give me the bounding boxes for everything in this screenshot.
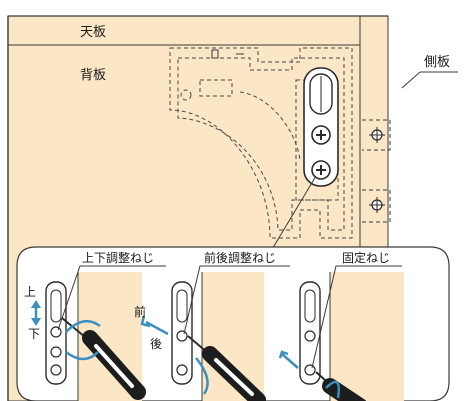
detail-panel-vertical	[45, 272, 146, 401]
front-back-adjust-leader	[183, 265, 201, 335]
vertical-adjust-screw-label: 上下調整ねじ	[82, 250, 154, 265]
back-board-label: 背板	[80, 68, 106, 83]
down-label: 下	[28, 327, 40, 341]
hinge-plate-marks	[211, 49, 244, 59]
fixing-screw-label: 固定ねじ	[342, 250, 390, 265]
side-plate-screw-lower-icon	[369, 197, 385, 213]
front-label: 前	[134, 304, 146, 319]
fixing-screw-icon	[311, 160, 331, 180]
side-board-label: 側板	[424, 55, 450, 70]
up-down-arrow-icon	[31, 300, 41, 326]
fixing-screw-leader	[311, 265, 337, 369]
side-board-leader	[401, 71, 421, 89]
back-label: 後	[150, 337, 162, 351]
front-back-adjust-screw-label: 前後調整ねじ	[204, 250, 276, 265]
detail-panel-front-back	[171, 272, 266, 401]
side-plate-screw-upper-icon	[369, 127, 385, 143]
callout-pointer	[267, 175, 317, 257]
top-board-label: 天板	[80, 25, 106, 40]
vertical-adjust-leader	[57, 265, 81, 331]
front-back-arrow-icon	[140, 315, 169, 336]
front-back-adjust-screw-icon	[311, 125, 331, 145]
up-label: 上	[24, 285, 36, 299]
top-board-panel	[7, 15, 361, 46]
side-plate-upper	[362, 119, 391, 223]
